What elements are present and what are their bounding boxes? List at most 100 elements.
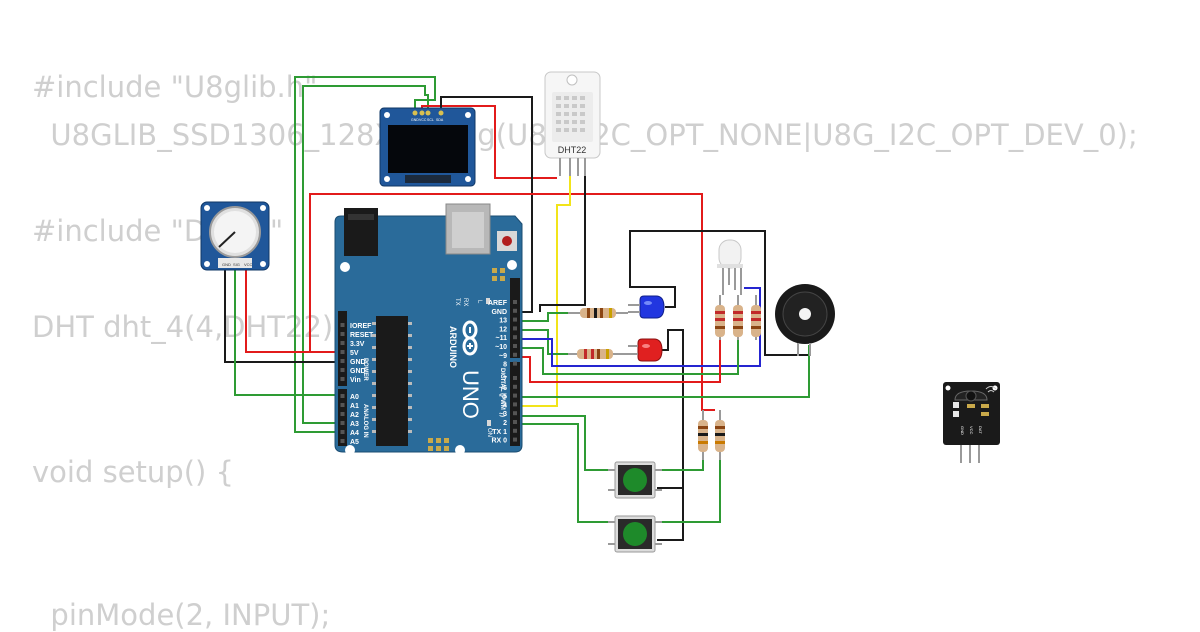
wire-buzzer-green bbox=[520, 345, 810, 398]
pot-pin-sig: SIG bbox=[233, 262, 240, 267]
arduino-digital-bottom-pin-label-0: 7 bbox=[503, 376, 507, 383]
resistor-btn-1 bbox=[698, 410, 708, 460]
wire-led-red-green bbox=[520, 329, 580, 355]
arduino-rx-label: RX bbox=[462, 298, 468, 306]
arduino-power-pin-socket-6 bbox=[340, 377, 345, 381]
ir-pin-gnd: GND bbox=[960, 426, 965, 435]
ir-pin-vcc: VCC bbox=[969, 426, 974, 435]
dht22-sensor: DHT22 bbox=[544, 71, 601, 176]
arduino-digital-top-pin-socket-3 bbox=[513, 326, 517, 331]
oled-pin-sda: SDA bbox=[436, 118, 444, 122]
dht-label: DHT22 bbox=[558, 145, 587, 155]
resistor-red-led bbox=[568, 349, 628, 359]
arduino-uno-board: ARDUINO UNO ON L TX RX DIGITAL (PWM ~) P… bbox=[334, 203, 523, 455]
arduino-digital-bottom-pin-socket-2 bbox=[513, 393, 517, 398]
code-line-5: void setup() { bbox=[32, 455, 234, 489]
oled-display: GND VCC SCL SDA bbox=[379, 107, 476, 187]
code-line-6: pinMode(2, INPUT); bbox=[32, 598, 331, 632]
arduino-digital-bottom-pin-socket-1 bbox=[513, 384, 517, 389]
arduino-analog-pin-label-3: A3 bbox=[350, 421, 359, 428]
code-line-1: #include "U8glib.h" bbox=[32, 70, 318, 104]
arduino-power-pin-label-4: GND bbox=[350, 359, 366, 366]
arduino-digital-top-pin-socket-7 bbox=[513, 361, 517, 366]
arduino-power-pin-socket-3 bbox=[340, 350, 345, 354]
arduino-analog-label: ANALOG IN bbox=[362, 404, 368, 438]
wire-oled-green-2 bbox=[302, 85, 429, 424]
potentiometer[interactable]: GND SIG VCC bbox=[200, 201, 270, 271]
wire-rgb-red bbox=[520, 335, 721, 383]
wire-oled-black bbox=[440, 96, 533, 313]
arduino-power-pin-label-1: RESET bbox=[350, 332, 374, 339]
arduino-digital-bottom-pin-label-7: RX 0 bbox=[491, 438, 507, 445]
arduino-digital-bottom-pin-label-1: ~6 bbox=[499, 385, 507, 392]
wire-btn2-res bbox=[657, 455, 721, 523]
wire-led-blue-green bbox=[520, 312, 580, 322]
arduino-l-label: L bbox=[476, 300, 482, 304]
arduino-digital-top-pin-label-0: AREF bbox=[488, 300, 508, 307]
arduino-digital-bottom-pin-socket-3 bbox=[513, 402, 517, 407]
arduino-digital-top-pin-label-7: 8 bbox=[503, 362, 507, 369]
arduino-tx-label: TX bbox=[454, 298, 460, 306]
arduino-digital-top-pin-label-5: ~10 bbox=[495, 344, 507, 351]
arduino-digital-label: DIGITAL (PWM ~) bbox=[499, 368, 505, 417]
arduino-digital-top-pin-socket-5 bbox=[513, 344, 517, 348]
arduino-digital-bottom-pin-socket-4 bbox=[513, 411, 517, 416]
arduino-analog-pin-label-0: A0 bbox=[350, 394, 359, 401]
arduino-digital-bottom-pin-label-3: 4 bbox=[503, 402, 507, 409]
arduino-power-pin-socket-4 bbox=[340, 359, 345, 363]
arduino-digital-bottom-pin-label-6: TX 1 bbox=[492, 429, 507, 436]
wire-rgb-blue bbox=[520, 287, 761, 367]
led-red bbox=[628, 338, 663, 362]
wire-btn1-res bbox=[657, 455, 704, 471]
arduino-analog-pin-label-2: A2 bbox=[350, 412, 359, 419]
oled-pin-vcc: VCC bbox=[419, 118, 427, 122]
arduino-brand: ARDUINO bbox=[448, 326, 458, 368]
oled-pin-gnd: GND bbox=[411, 118, 419, 122]
resistors bbox=[568, 295, 761, 460]
wire-dht-yellow bbox=[520, 176, 571, 407]
wire-btn2-green bbox=[520, 423, 615, 523]
arduino-model: UNO bbox=[458, 370, 483, 419]
pot-pin-vcc: VCC bbox=[244, 262, 253, 267]
resistor-rgb-2 bbox=[733, 295, 743, 340]
arduino-digital-bottom-pin-label-5: 2 bbox=[503, 420, 507, 427]
arduino-analog-pin-label-4: A4 bbox=[350, 430, 359, 437]
arduino-digital-top-pin-socket-2 bbox=[513, 317, 517, 322]
resistor-rgb-3 bbox=[751, 295, 761, 340]
arduino-power-pin-socket-1 bbox=[340, 332, 345, 336]
arduino-digital-top-pin-label-4: ~11 bbox=[496, 335, 508, 342]
arduino-digital-top-pin-socket-6 bbox=[513, 352, 517, 357]
arduino-power-pin-socket-2 bbox=[340, 341, 345, 345]
arduino-power-pin-label-5: GND bbox=[350, 368, 366, 375]
push-button-1[interactable] bbox=[608, 461, 662, 499]
wire-led-black-1 bbox=[629, 230, 808, 356]
arduino-analog-pin-socket-0 bbox=[340, 394, 345, 398]
resistor-blue-led bbox=[568, 308, 628, 318]
arduino-digital-top-pin-socket-1 bbox=[513, 308, 517, 313]
wire-5v-red bbox=[309, 193, 715, 411]
wire-btn1-green bbox=[520, 415, 615, 471]
wires bbox=[224, 76, 810, 541]
arduino-digital-top-pin-label-2: 13 bbox=[499, 318, 507, 325]
led-rgb bbox=[717, 239, 743, 295]
wire-rgb-green bbox=[520, 335, 739, 375]
arduino-digital-bottom-pin-socket-6 bbox=[513, 428, 517, 433]
wire-pot-black bbox=[224, 268, 343, 363]
arduino-on-label: ON bbox=[486, 428, 492, 437]
arduino-power-pin-socket-5 bbox=[340, 368, 345, 372]
resistor-rgb-1 bbox=[715, 295, 725, 340]
wire-oled-green-1 bbox=[294, 76, 436, 433]
arduino-power-pin-socket-0 bbox=[340, 323, 345, 327]
arduino-power-pin-label-2: 3.3V bbox=[350, 341, 365, 348]
arduino-analog-pin-label-5: A5 bbox=[350, 439, 359, 446]
arduino-digital-bottom-pin-label-2: ~5 bbox=[499, 394, 507, 401]
arduino-digital-top-pin-label-6: ~9 bbox=[499, 353, 507, 360]
arduino-analog-pin-socket-3 bbox=[340, 421, 345, 425]
arduino-power-pin-label-3: 5V bbox=[350, 350, 359, 357]
push-button-2[interactable] bbox=[608, 515, 662, 553]
